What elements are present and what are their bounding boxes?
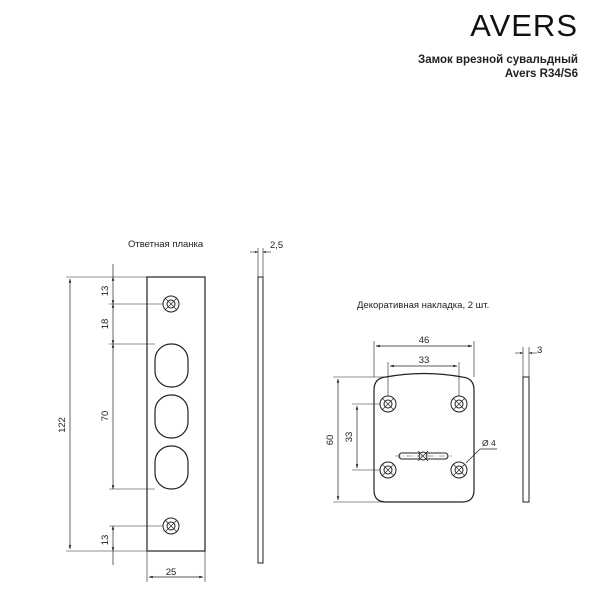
bolt-slot-2 [154,394,189,439]
strike-plate-body [146,276,206,552]
escutcheon-side [515,347,537,503]
screw-hole-bottom [162,517,180,535]
dim-escutcheon-width: 46 [419,335,430,346]
brand-logo: AVERS [470,8,578,44]
keyhole-slot [395,450,452,462]
dim-strike-height: 122 [57,417,68,433]
product-title: Замок врезной сувальдный Avers R34/S6 [418,53,578,81]
product-title-line2: Avers R34/S6 [504,68,578,80]
dim-escutcheon-holes-x: 33 [419,355,430,366]
strike-plate: Ответная планка [66,239,206,582]
strike-plate-label: Ответная планка [128,239,204,250]
escutcheon-hole-tl [379,395,397,413]
dim-strike-top: 13 [100,286,111,297]
escutcheon: Декоративная накладка, 2 шт. [333,300,497,503]
escutcheon-hole-bl [379,461,397,479]
screw-hole-top [162,295,180,313]
bolt-slot-3 [154,445,189,490]
brand-name: AVERS [470,8,578,43]
strike-plate-side [250,248,271,564]
dim-escutcheon-holes-y: 33 [344,432,355,443]
dim-strike-width: 25 [166,567,177,578]
dim-escutcheon-hole-diameter: Ø 4 [482,438,496,448]
dim-strike-bottom: 13 [100,535,111,546]
dim-strike-thickness: 2,5 [270,240,283,251]
dim-strike-slots: 70 [100,411,111,422]
product-title-line1: Замок врезной сувальдный [418,54,578,66]
dim-escutcheon-thickness: 3 [537,345,542,356]
escutcheon-label: Декоративная накладка, 2 шт. [357,300,489,311]
bolt-slot-1 [154,343,189,388]
dim-escutcheon-height: 60 [325,435,336,446]
escutcheon-hole-br [450,461,468,479]
dim-strike-top-to-slots: 18 [100,319,111,330]
escutcheon-hole-tr [450,395,468,413]
